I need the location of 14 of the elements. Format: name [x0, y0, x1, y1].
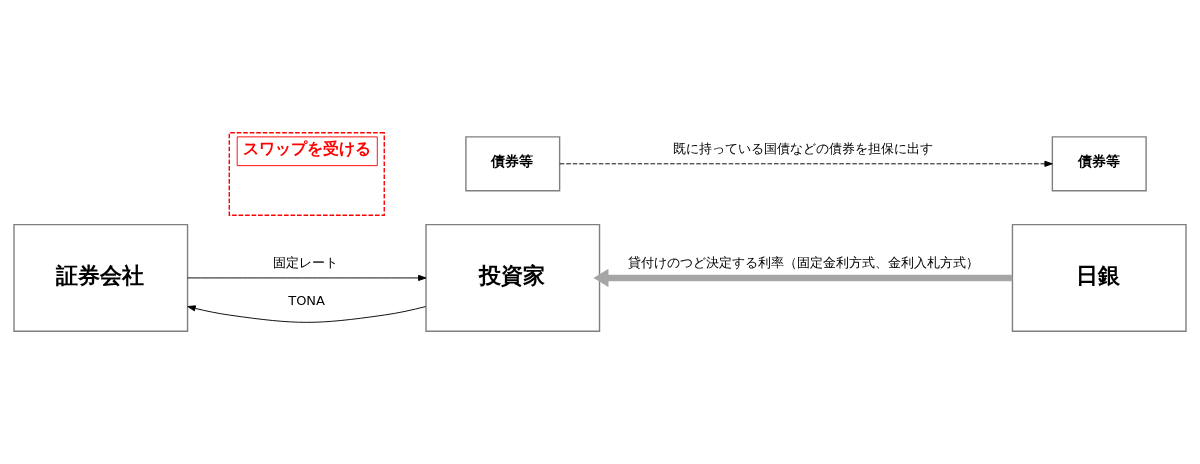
node-box: 日銀 [1011, 223, 1187, 332]
node-box: 投資家 [425, 223, 601, 332]
arrow [187, 274, 427, 281]
node-box: 証券会社 [13, 223, 189, 332]
arrow [187, 305, 427, 323]
node-box: スワップを受ける [228, 132, 385, 216]
edge-label: 既に持っている国債などの債券を担保に出す [673, 141, 934, 157]
arrow [593, 268, 1013, 288]
node-box: 債券等 [1051, 136, 1147, 192]
edge-label: 貸付けのつど決定する利率（固定金利方式、金利入札方式） [627, 255, 979, 271]
arrow [559, 160, 1053, 167]
edge-label: TONA [288, 292, 325, 308]
edge-label: 固定レート [273, 255, 339, 271]
node-box: 債券等 [465, 136, 561, 192]
